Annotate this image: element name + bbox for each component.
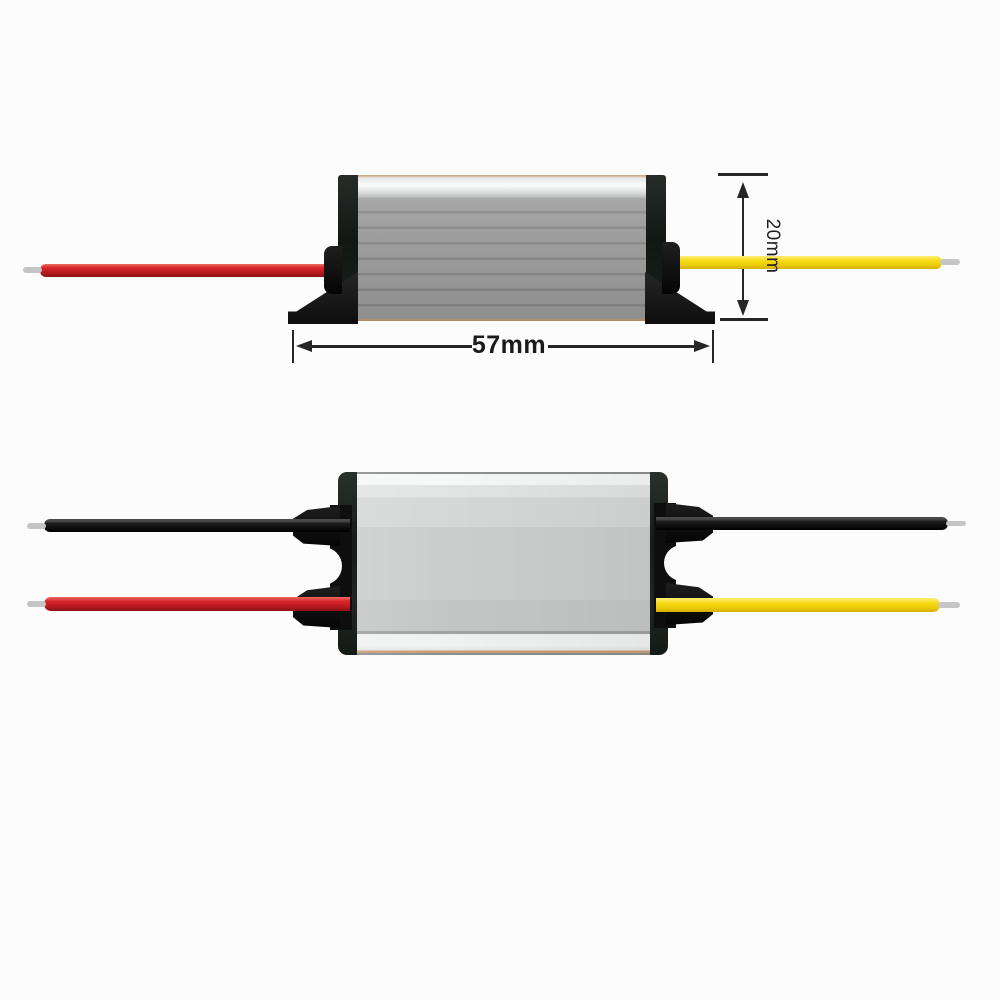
top-view-module-body xyxy=(338,472,668,655)
height-dimension-label: 20mm xyxy=(762,218,783,274)
height-dimension-arrow-down-icon xyxy=(737,300,749,316)
top-view-strain-relief-notch-left xyxy=(291,547,342,585)
side-view-yellow-wire-tip xyxy=(940,259,960,265)
side-view-top-highlight xyxy=(356,175,648,198)
side-view-yellow-wire xyxy=(664,256,942,269)
top-view-yellow-wire-right xyxy=(656,598,940,612)
width-dimension-line-left xyxy=(310,345,472,348)
side-view-mounting-flange-left xyxy=(288,272,358,324)
top-view-strain-relief-notch-right xyxy=(664,545,714,581)
width-dimension-arrow-right-icon xyxy=(694,340,710,352)
width-dimension-line-right xyxy=(548,345,696,348)
width-dimension-tick-left xyxy=(292,330,294,363)
side-view-wire-grommet-right xyxy=(662,242,680,294)
top-view-black-wire-left-tip xyxy=(27,523,46,529)
width-dimension-arrow-left-icon xyxy=(296,340,312,352)
top-view-black-wire-left xyxy=(44,519,350,532)
side-view-wire-grommet-left xyxy=(324,246,342,294)
height-dimension-tick-bottom xyxy=(720,318,768,321)
side-view-mounting-flange-right xyxy=(645,272,715,324)
side-view-heatsink-fins xyxy=(356,198,648,321)
top-view-red-wire-left xyxy=(44,597,350,611)
height-dimension-arrow-up-icon xyxy=(737,182,749,198)
top-view-yellow-wire-right-tip xyxy=(938,602,960,608)
height-dimension-line xyxy=(742,194,744,306)
width-dimension-label: 57mm xyxy=(471,331,547,359)
top-view-red-wire-left-tip xyxy=(27,601,46,607)
side-view-module-body xyxy=(356,175,648,321)
side-view-red-wire xyxy=(40,264,338,277)
top-view-black-wire-right-tip xyxy=(946,521,966,526)
width-dimension-tick-right xyxy=(712,330,714,363)
top-view-black-wire-right xyxy=(656,517,948,530)
height-dimension-tick-top xyxy=(718,173,768,176)
side-view-red-wire-tip xyxy=(23,267,42,273)
